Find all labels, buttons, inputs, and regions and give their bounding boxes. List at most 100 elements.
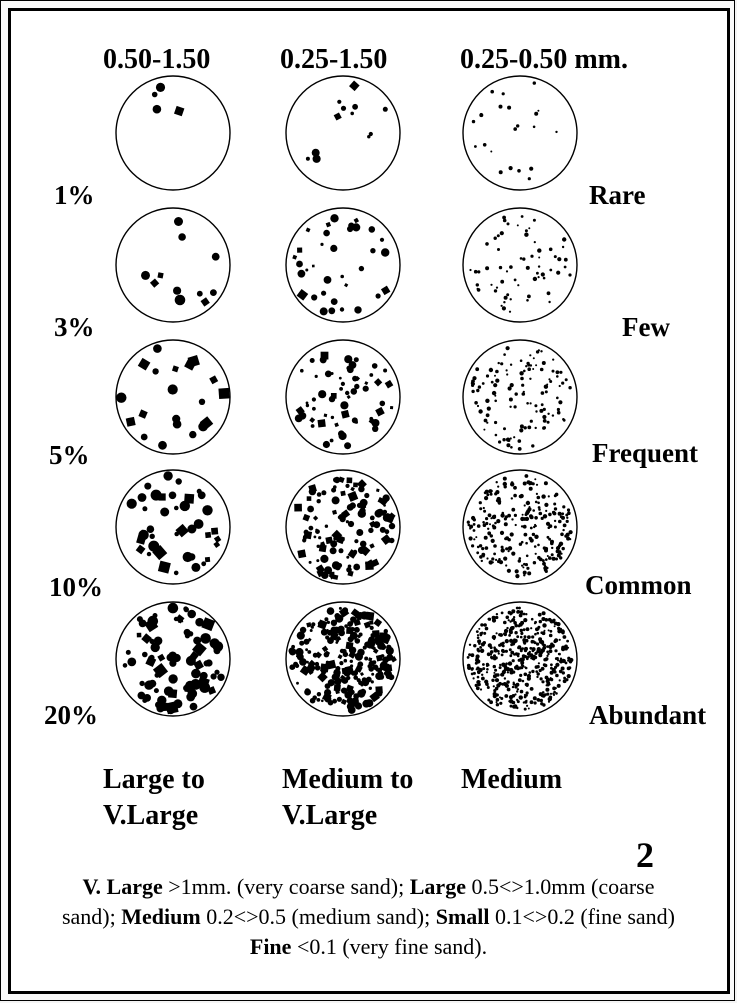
particle	[557, 411, 561, 415]
particle	[493, 665, 496, 668]
particle	[542, 361, 546, 365]
particle	[152, 368, 158, 374]
particle	[477, 270, 480, 273]
particle	[496, 701, 498, 703]
particle	[191, 563, 200, 572]
particle	[159, 493, 166, 500]
particle	[377, 642, 385, 650]
particle	[497, 497, 501, 501]
particle	[144, 483, 151, 490]
particle	[332, 496, 340, 504]
particle	[490, 656, 493, 659]
particle	[522, 514, 524, 516]
particle	[513, 494, 517, 498]
particle	[317, 492, 322, 497]
particle	[342, 649, 347, 654]
particle	[547, 421, 550, 424]
particle	[527, 367, 531, 371]
particle	[548, 697, 552, 701]
particle	[299, 641, 304, 646]
particle	[543, 426, 546, 429]
particle	[380, 238, 384, 242]
particle	[518, 447, 522, 451]
particle	[545, 558, 548, 561]
particle	[531, 635, 534, 638]
particle	[519, 658, 523, 662]
particle	[493, 685, 495, 687]
particle	[525, 613, 527, 615]
particle	[487, 652, 491, 656]
particle	[519, 371, 523, 375]
particle	[471, 544, 474, 547]
particle	[538, 637, 542, 641]
particle	[479, 632, 482, 635]
particle	[497, 248, 500, 251]
sample-frequent-col0	[116, 340, 230, 454]
particle	[530, 627, 532, 629]
particle	[478, 409, 482, 413]
particle	[509, 398, 513, 402]
particle	[568, 273, 571, 276]
particle	[174, 617, 178, 621]
particle	[524, 673, 528, 677]
particle	[476, 551, 479, 554]
particle	[217, 674, 224, 681]
particle	[486, 671, 488, 673]
particle	[535, 665, 539, 669]
particle	[156, 83, 165, 92]
particle	[558, 512, 562, 516]
particle	[331, 372, 334, 375]
particle	[517, 610, 519, 612]
particle	[137, 616, 143, 622]
particle	[555, 657, 558, 660]
particle	[195, 618, 204, 627]
particle	[320, 307, 328, 315]
particle	[533, 696, 537, 700]
particle	[323, 441, 330, 448]
particle	[346, 556, 349, 559]
particle	[324, 276, 332, 284]
particle	[339, 387, 343, 391]
particle	[562, 505, 565, 508]
particle	[141, 434, 148, 441]
particle	[314, 536, 317, 539]
particle	[533, 658, 535, 660]
particle	[364, 657, 368, 661]
particle	[164, 686, 174, 696]
particle	[520, 636, 523, 639]
particle	[211, 673, 217, 679]
particle	[469, 644, 471, 646]
particle	[521, 384, 524, 387]
particle	[486, 413, 490, 417]
particle	[550, 693, 552, 695]
particle	[311, 424, 315, 428]
particle	[565, 645, 567, 647]
size-class-large: Large to V.Large	[103, 762, 205, 834]
particle	[317, 692, 321, 696]
particle	[534, 633, 537, 636]
particle	[501, 654, 504, 657]
particle	[541, 272, 545, 276]
particle	[324, 617, 328, 621]
particle	[507, 569, 511, 573]
particle	[311, 622, 315, 626]
particle	[537, 626, 540, 629]
particle	[542, 623, 546, 627]
particle	[300, 369, 304, 373]
particle	[501, 305, 503, 307]
particle	[517, 688, 519, 690]
legend-description: >1mm. (very coarse sand);	[163, 874, 410, 899]
particle	[533, 561, 536, 564]
particle	[494, 421, 497, 424]
particle	[354, 627, 360, 633]
particle	[556, 375, 559, 378]
particle	[205, 659, 212, 666]
particle	[389, 538, 394, 543]
particle	[548, 301, 550, 303]
particle	[353, 564, 360, 571]
sample-circle	[116, 340, 230, 454]
particle	[503, 557, 507, 561]
particle	[557, 257, 561, 261]
particle	[554, 671, 556, 673]
particle	[485, 546, 489, 550]
